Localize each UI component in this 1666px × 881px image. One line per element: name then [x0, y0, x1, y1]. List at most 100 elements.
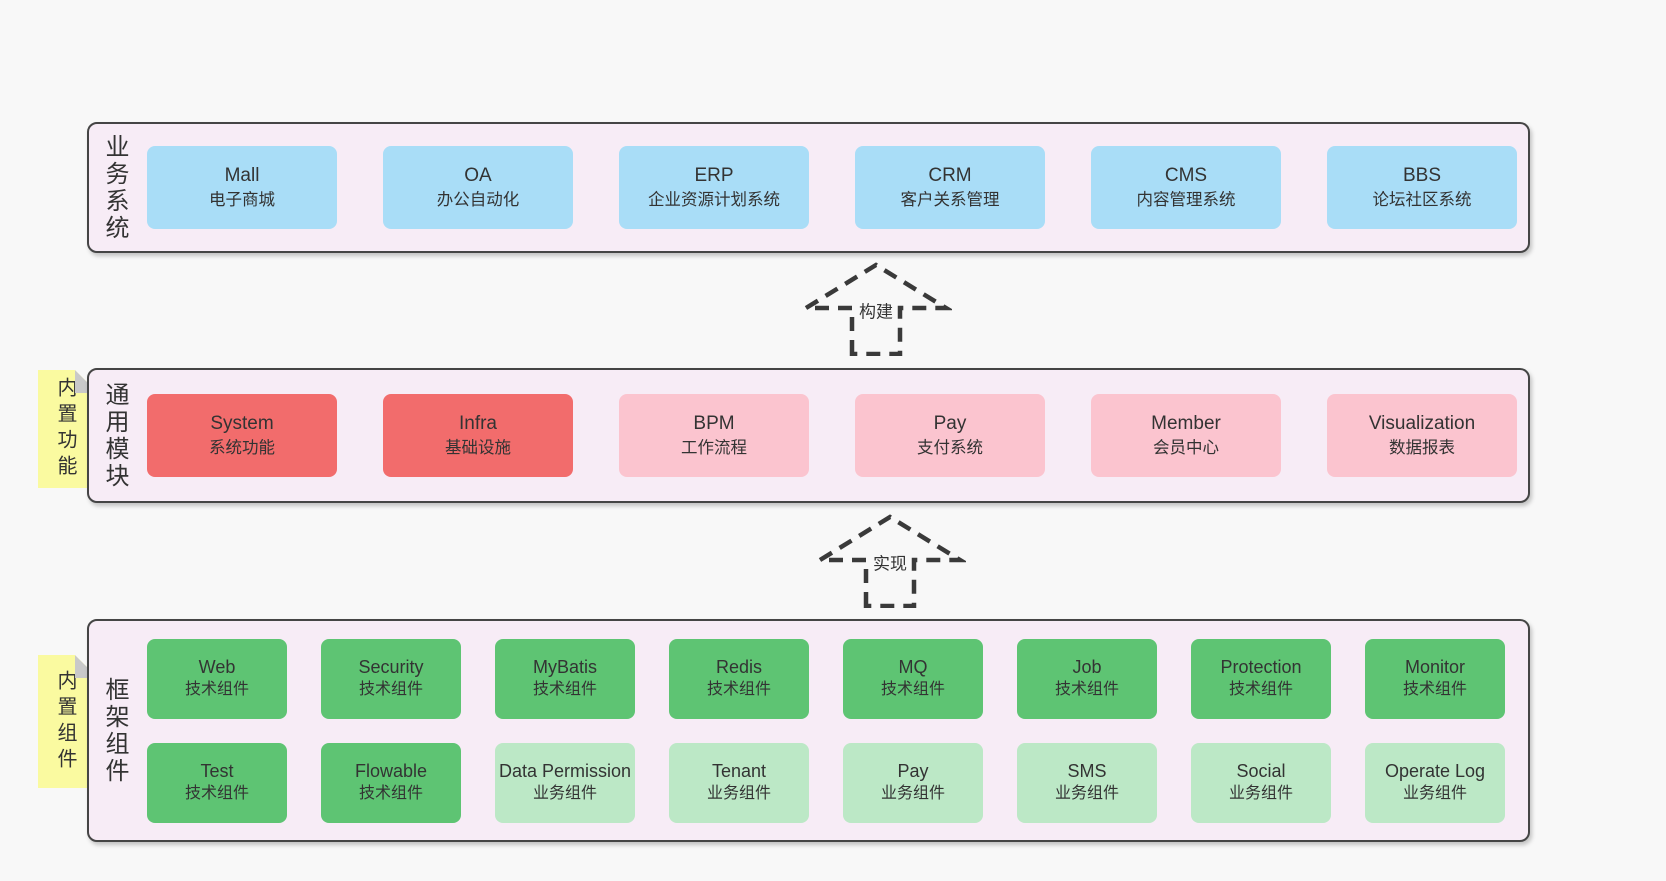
box-desc: 业务组件	[532, 784, 597, 802]
box-security: Security 技术组件	[321, 638, 461, 719]
box-name: BBS	[1402, 164, 1442, 186]
framework-row-2: Test 技术组件 Flowable 技术组件 Data Permission …	[147, 742, 1505, 823]
box-system: System 系统功能	[147, 394, 337, 477]
box-member: Member 会员中心	[1091, 394, 1281, 477]
box-sms: SMS 业务组件	[1017, 742, 1157, 823]
box-pay-biz: Pay 业务组件	[843, 742, 983, 823]
box-name: Tenant	[711, 761, 767, 782]
box-desc: 业务组件	[1054, 784, 1119, 802]
box-name: Pay	[897, 761, 929, 782]
box-oa: OA 办公自动化	[383, 146, 573, 229]
up-arrow-icon	[800, 262, 952, 356]
box-mq: MQ 技术组件	[843, 638, 983, 719]
box-name: SMS	[1067, 761, 1107, 782]
box-desc: 业务组件	[1228, 784, 1293, 802]
common-modules-layer: 通用模块 System 系统功能 Infra 基础设施 BPM 工作流程 Pay…	[87, 368, 1530, 503]
box-web: Web 技术组件	[147, 638, 287, 719]
box-desc: 业务组件	[880, 784, 945, 802]
build-arrow-label: 构建	[855, 295, 897, 325]
framework-boxes: Web 技术组件 Security 技术组件 MyBatis 技术组件 Redi…	[147, 638, 1505, 823]
box-desc: 基础设施	[445, 439, 511, 458]
box-desc: 数据报表	[1389, 439, 1455, 458]
box-infra: Infra 基础设施	[383, 394, 573, 477]
box-social: Social 业务组件	[1191, 742, 1331, 823]
box-name: Pay	[933, 412, 967, 434]
box-crm: CRM 客户关系管理	[855, 146, 1045, 229]
box-monitor: Monitor 技术组件	[1365, 638, 1505, 719]
tag-label: 内置组件	[54, 669, 76, 774]
box-data-permission: Data Permission 业务组件	[495, 742, 635, 823]
box-desc: 系统功能	[209, 439, 275, 458]
box-mall: Mall 电子商城	[147, 146, 337, 229]
box-desc: 客户关系管理	[900, 191, 1000, 210]
box-desc: 会员中心	[1153, 439, 1219, 458]
business-boxes: Mall 电子商城 OA 办公自动化 ERP 企业资源计划系统 CRM 客户关系…	[147, 146, 1517, 229]
box-desc: 业务组件	[1402, 784, 1467, 802]
box-name: Monitor	[1404, 657, 1466, 678]
box-redis: Redis 技术组件	[669, 638, 809, 719]
box-name: Operate Log	[1384, 761, 1486, 782]
box-desc: 支付系统	[917, 439, 983, 458]
box-bbs: BBS 论坛社区系统	[1327, 146, 1517, 229]
box-desc: 技术组件	[358, 680, 423, 698]
box-desc: 技术组件	[358, 784, 423, 802]
box-name: Infra	[458, 412, 498, 434]
box-desc: 电子商城	[209, 191, 275, 210]
box-desc: 技术组件	[1054, 680, 1119, 698]
box-desc: 技术组件	[1228, 680, 1293, 698]
box-name: Flowable	[354, 761, 428, 782]
box-desc: 论坛社区系统	[1372, 191, 1472, 210]
box-name: Redis	[715, 657, 763, 678]
box-name: OA	[464, 164, 492, 186]
business-systems-layer: 业务系统 Mall 电子商城 OA 办公自动化 ERP 企业资源计划系统 CRM…	[87, 122, 1530, 253]
box-name: Visualization	[1368, 412, 1476, 434]
box-name: Test	[200, 761, 234, 782]
box-mybatis: MyBatis 技术组件	[495, 638, 635, 719]
box-name: BPM	[693, 412, 735, 434]
box-name: Protection	[1220, 657, 1302, 678]
box-desc: 办公自动化	[436, 191, 520, 210]
box-name: Data Permission	[498, 761, 632, 782]
box-visualization: Visualization 数据报表	[1327, 394, 1517, 477]
framework-row-1: Web 技术组件 Security 技术组件 MyBatis 技术组件 Redi…	[147, 638, 1505, 719]
framework-components-layer: 框架组件 Web 技术组件 Security 技术组件 MyBatis 技术组件…	[87, 619, 1530, 842]
box-desc: 技术组件	[532, 680, 597, 698]
box-flowable: Flowable 技术组件	[321, 742, 461, 823]
box-name: MQ	[898, 657, 928, 678]
implement-arrow: 实现	[814, 512, 966, 608]
box-name: ERP	[694, 164, 734, 186]
box-bpm: BPM 工作流程	[619, 394, 809, 477]
layer-label-business: 业务系统	[101, 133, 128, 242]
box-desc: 技术组件	[184, 680, 249, 698]
implement-arrow-label: 实现	[869, 547, 911, 577]
box-operate-log: Operate Log 业务组件	[1365, 742, 1505, 823]
box-desc: 技术组件	[880, 680, 945, 698]
box-job: Job 技术组件	[1017, 638, 1157, 719]
box-desc: 技术组件	[1402, 680, 1467, 698]
tag-label: 内置功能	[54, 377, 76, 481]
up-arrow-icon	[814, 514, 966, 608]
box-desc: 内容管理系统	[1136, 191, 1236, 210]
box-name: CMS	[1164, 164, 1208, 186]
box-tenant: Tenant 业务组件	[669, 742, 809, 823]
box-desc: 企业资源计划系统	[648, 191, 780, 210]
box-desc: 技术组件	[706, 680, 771, 698]
box-name: System	[210, 412, 274, 434]
box-name: Security	[358, 657, 424, 678]
build-arrow: 构建	[800, 260, 952, 356]
box-desc: 工作流程	[681, 439, 747, 458]
box-cms: CMS 内容管理系统	[1091, 146, 1281, 229]
module-boxes: System 系统功能 Infra 基础设施 BPM 工作流程 Pay 支付系统…	[147, 394, 1517, 477]
layer-label-modules: 通用模块	[101, 381, 128, 490]
box-name: Member	[1151, 412, 1221, 434]
box-protection: Protection 技术组件	[1191, 638, 1331, 719]
box-name: Social	[1236, 761, 1286, 782]
box-desc: 业务组件	[706, 784, 771, 802]
box-pay: Pay 支付系统	[855, 394, 1045, 477]
box-name: Job	[1072, 657, 1102, 678]
layer-label-framework: 框架组件	[101, 676, 128, 785]
box-name: Mall	[224, 164, 260, 186]
box-name: Web	[198, 657, 236, 678]
box-name: MyBatis	[532, 657, 597, 678]
box-desc: 技术组件	[184, 784, 249, 802]
